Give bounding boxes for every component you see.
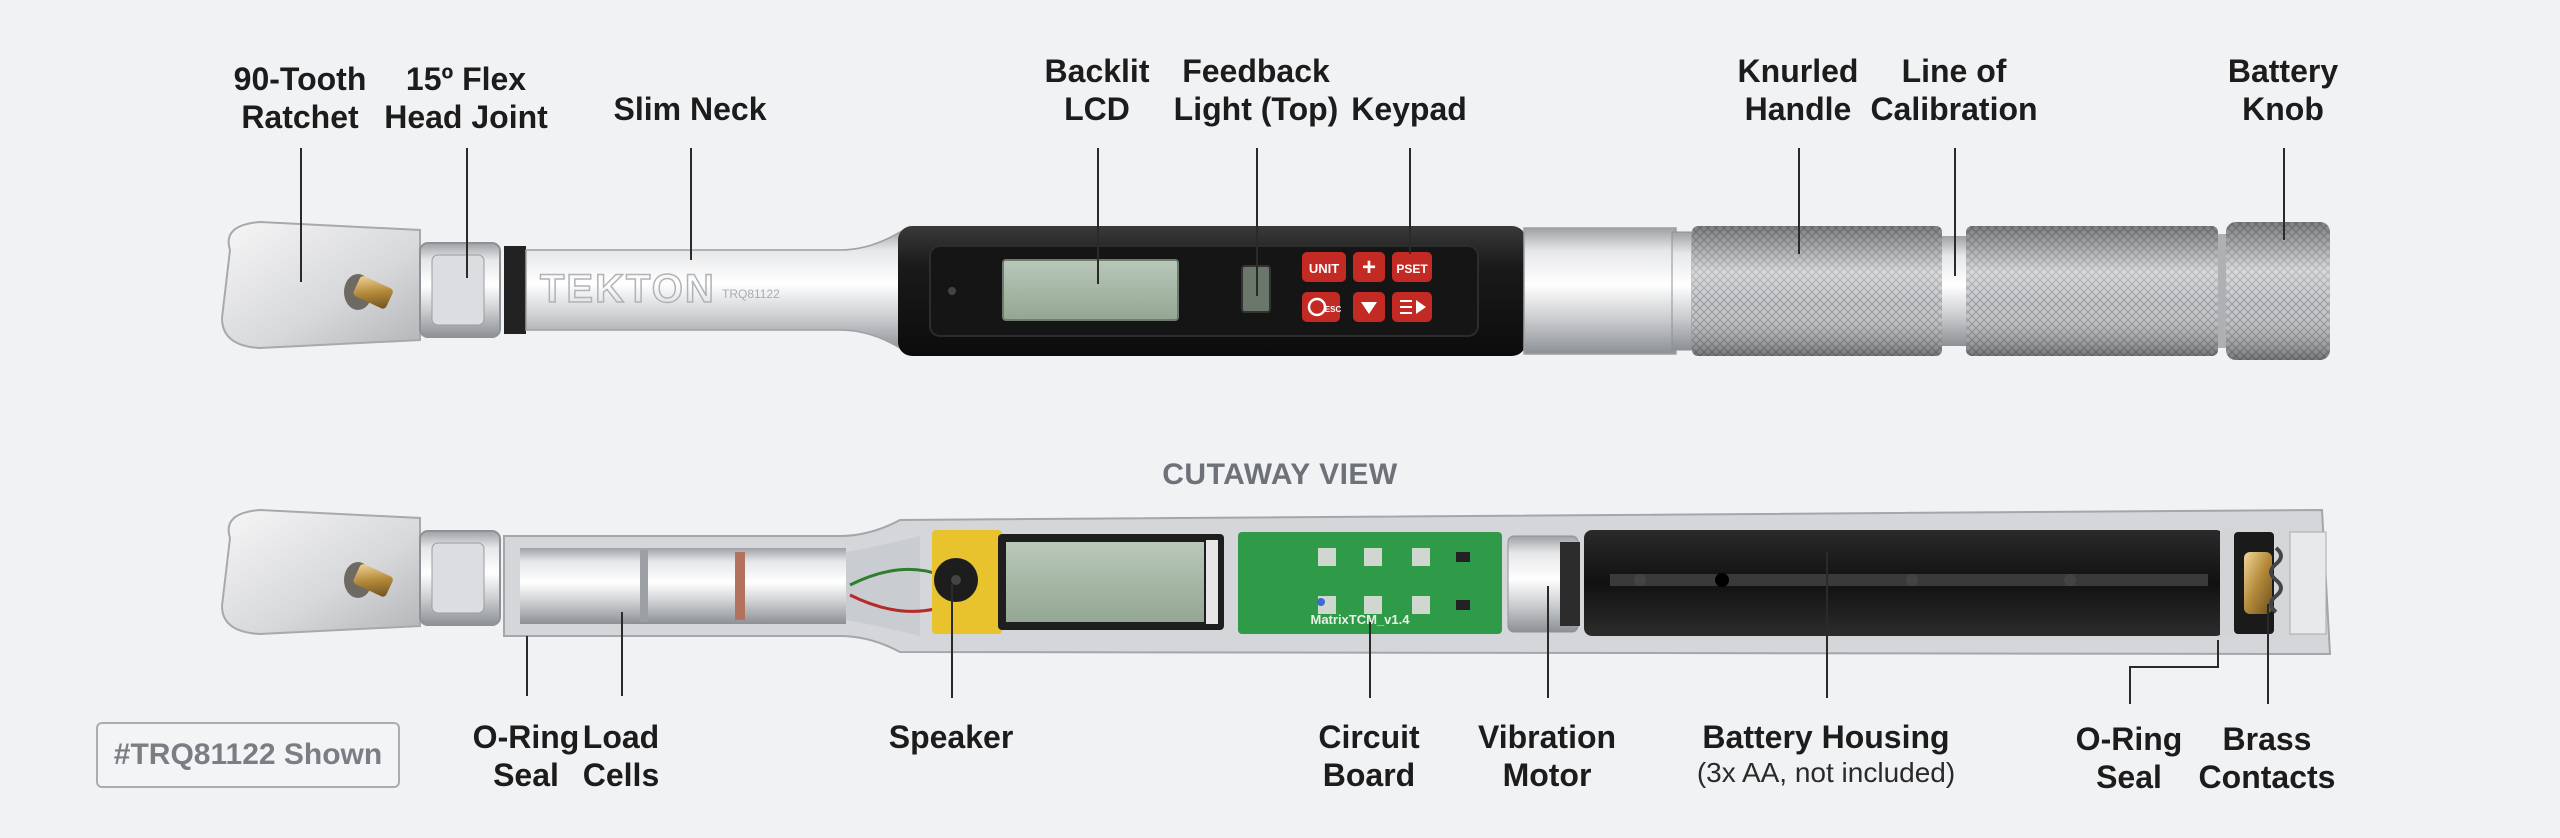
svg-text:MatrixTCM_v1.4: MatrixTCM_v1.4 — [1311, 612, 1411, 627]
leader-flex-head — [466, 148, 468, 278]
leader-o-ring-seal-right-v2 — [2217, 640, 2219, 668]
label-battery-housing: Battery Housing(3x AA, not included) — [1696, 719, 1956, 788]
leader-slim-neck — [690, 148, 692, 260]
svg-text:TRQ81122: TRQ81122 — [722, 287, 780, 301]
leader-brass-contacts — [2267, 604, 2269, 704]
leader-battery-knob — [2283, 148, 2285, 240]
leader-backlit-lcd — [1097, 148, 1099, 284]
label-keypad: Keypad — [1351, 91, 1467, 127]
leader-knurled-handle — [1798, 148, 1800, 254]
leader-battery-housing — [1826, 552, 1828, 698]
leader-o-ring-seal-left — [526, 636, 528, 696]
leader-ratchet — [300, 148, 302, 282]
svg-text:ESC: ESC — [1325, 305, 1342, 314]
cutaway-view-title: CUTAWAY VIEW — [1162, 458, 1398, 491]
leader-keypad — [1409, 148, 1411, 254]
svg-text:+: + — [1362, 254, 1376, 281]
leader-circuit-board — [1369, 622, 1371, 698]
leader-line-of-calibration — [1954, 148, 1956, 276]
label-speaker: Speaker — [888, 719, 1014, 755]
svg-text:UNIT: UNIT — [1309, 261, 1339, 276]
model-shown-badge: #TRQ81122 Shown — [96, 722, 400, 788]
top-wrench: TEKTON TRQ81122 UNIT + PSET ESC — [220, 220, 2330, 360]
svg-text:TEKTON: TEKTON — [540, 267, 716, 311]
svg-text:PSET: PSET — [1396, 262, 1428, 276]
label-slim-neck: Slim Neck — [613, 91, 767, 127]
leader-o-ring-seal-right-v — [2129, 666, 2131, 704]
leader-o-ring-seal-right-h — [2129, 666, 2219, 668]
leader-feedback-light — [1256, 148, 1258, 296]
leader-speaker — [951, 584, 953, 698]
leader-vibration-motor — [1547, 586, 1549, 698]
leader-load-cells — [621, 612, 623, 696]
cutaway-wrench: MatrixTCM_v1.4 — [220, 508, 2332, 656]
